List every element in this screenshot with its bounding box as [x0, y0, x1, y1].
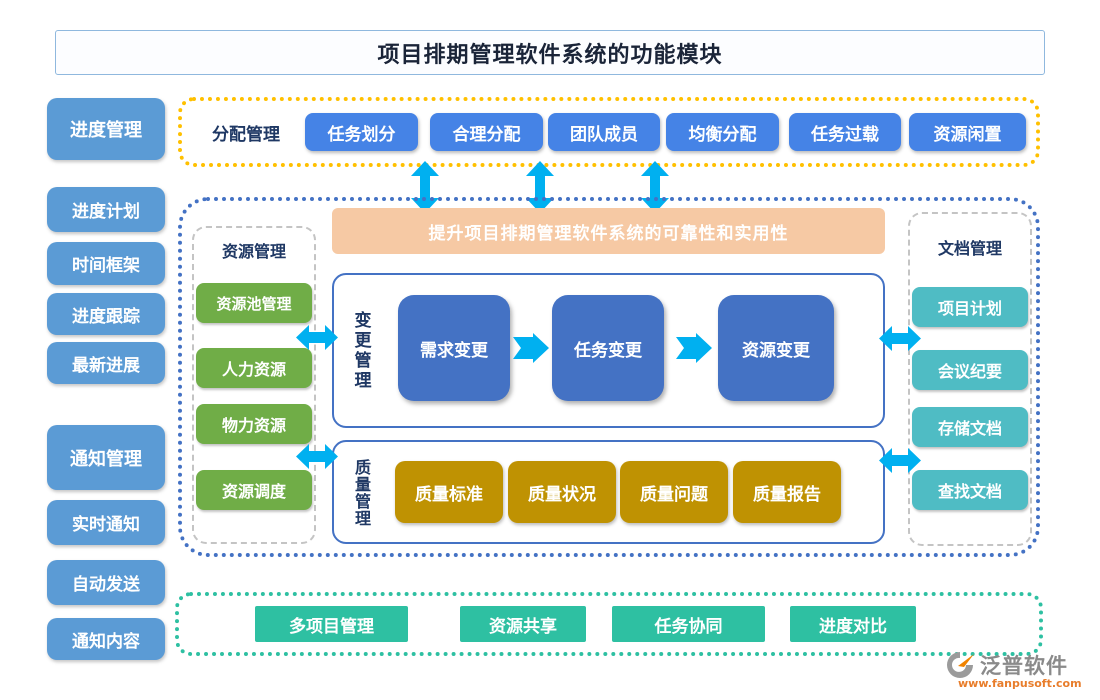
- document-group-box: [908, 212, 1032, 546]
- sidebar-item-latest-progress[interactable]: 最新进展: [47, 342, 165, 384]
- fanpu-logo-icon: [947, 652, 974, 678]
- brand-url[interactable]: www.fanpusoft.com: [958, 677, 1082, 690]
- quality-node-issues[interactable]: 质量问题: [620, 461, 728, 523]
- sidebar-item-time-frame[interactable]: 时间框架: [47, 242, 165, 285]
- allocation-item-task-overload[interactable]: 任务过载: [789, 113, 901, 151]
- allocation-item-task-division[interactable]: 任务划分: [305, 113, 418, 151]
- sidebar-item-auto-send[interactable]: 自动发送: [47, 560, 165, 605]
- quality-node-reports[interactable]: 质量报告: [733, 461, 841, 523]
- resource-item-human-resources[interactable]: 人力资源: [196, 348, 312, 388]
- page-title-box: 项目排期管理软件系统的功能模块: [55, 30, 1045, 75]
- sidebar-item-realtime-notification[interactable]: 实时通知: [47, 500, 165, 545]
- collaboration-panel: [175, 592, 1043, 656]
- allocation-item-team-members[interactable]: 团队成员: [548, 113, 660, 151]
- document-item-meeting-minutes[interactable]: 会议纪要: [912, 350, 1028, 390]
- quality-management-label: 质量管理: [352, 459, 371, 527]
- resource-item-scheduling[interactable]: 资源调度: [196, 470, 312, 510]
- double-arrow-horizontal-icon: [296, 444, 338, 469]
- brand-name: 泛普软件: [980, 654, 1068, 678]
- collab-item-multi-project-management[interactable]: 多项目管理: [255, 606, 408, 642]
- resource-item-material-resources[interactable]: 物力资源: [196, 404, 312, 444]
- sidebar-item-notification-management[interactable]: 通知管理: [47, 425, 165, 490]
- document-label: 文档管理: [937, 239, 1002, 258]
- arrow-right-icon: [676, 333, 712, 363]
- resource-group-box: [192, 226, 316, 544]
- resource-item-pool-management[interactable]: 资源池管理: [196, 283, 312, 323]
- arrow-right-icon: [513, 333, 549, 363]
- allocation-item-idle-resources[interactable]: 资源闲置: [909, 113, 1026, 151]
- document-item-project-plan[interactable]: 项目计划: [912, 287, 1028, 327]
- core-panel: [178, 197, 1040, 557]
- sidebar-item-progress-plan[interactable]: 进度计划: [47, 187, 165, 232]
- change-node-task-change[interactable]: 任务变更: [552, 295, 664, 401]
- change-management-label: 变更管理: [350, 311, 371, 391]
- allocation-panel: [178, 97, 1040, 167]
- change-node-resource-change[interactable]: 资源变更: [718, 295, 834, 401]
- collab-item-resource-sharing[interactable]: 资源共享: [460, 606, 586, 642]
- allocation-item-balanced-allocation[interactable]: 均衡分配: [666, 113, 779, 151]
- double-arrow-horizontal-icon: [296, 325, 338, 350]
- allocation-item-reasonable-allocation[interactable]: 合理分配: [430, 113, 543, 151]
- double-arrow-horizontal-icon: [879, 448, 921, 473]
- document-item-store-documents[interactable]: 存储文档: [912, 407, 1028, 447]
- quality-node-status[interactable]: 质量状况: [508, 461, 616, 523]
- double-arrow-horizontal-icon: [879, 326, 921, 351]
- resource-label: 资源管理: [221, 242, 286, 261]
- document-item-find-documents[interactable]: 查找文档: [912, 470, 1028, 510]
- sidebar-item-notification-content[interactable]: 通知内容: [47, 618, 165, 660]
- quality-node-standards[interactable]: 质量标准: [395, 461, 503, 523]
- sidebar-item-progress-tracking[interactable]: 进度跟踪: [47, 293, 165, 335]
- change-node-requirement-change[interactable]: 需求变更: [398, 295, 510, 401]
- benefit-banner: 提升项目排期管理软件系统的可靠性和实用性: [332, 208, 885, 254]
- sidebar-item-progress-management[interactable]: 进度管理: [47, 98, 165, 160]
- allocation-label: 分配管理: [212, 124, 280, 145]
- collab-item-task-collaboration[interactable]: 任务协同: [612, 606, 765, 642]
- collab-item-progress-comparison[interactable]: 进度对比: [790, 606, 916, 642]
- page-title: 项目排期管理软件系统的功能模块: [377, 42, 723, 68]
